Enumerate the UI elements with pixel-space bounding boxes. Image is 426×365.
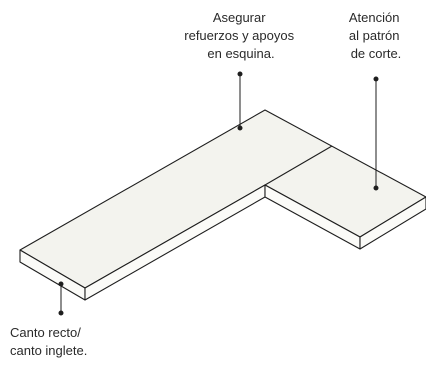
label-edge-type: Canto recto/ canto inglete. [10,325,87,358]
label-edge-type-line-1: Canto recto/ [10,325,81,340]
callout-leaders [58,71,379,316]
label-corner-support-line-1: Asegurar [213,10,266,25]
label-cut-pattern: Atención al patrón de corte. [349,10,403,61]
leader-dot-cut-pattern-top [373,76,379,82]
label-cut-pattern-line-2: al patrón [349,28,400,43]
slab-seam [264,145,333,186]
label-corner-support: Asegurar refuerzos y apoyos en esquina. [184,10,297,61]
label-corner-support-line-2: refuerzos y apoyos [184,28,294,43]
label-cut-pattern-line-3: de corte. [351,46,402,61]
leader-dot-edge-type-top [58,281,64,287]
label-corner-support-line-3: en esquina. [207,46,274,61]
leader-dot-corner-support-bottom [237,125,243,131]
label-cut-pattern-line-1: Atención [349,10,400,25]
slab-end-edge [359,196,426,250]
label-edge-type-line-2: canto inglete. [10,343,87,358]
leader-dot-edge-type-bottom [58,310,64,316]
leader-dot-corner-support-top [237,71,243,77]
countertop-slab [19,109,426,301]
slab-top-surface [19,109,426,289]
leader-dot-cut-pattern-bottom [373,185,379,191]
